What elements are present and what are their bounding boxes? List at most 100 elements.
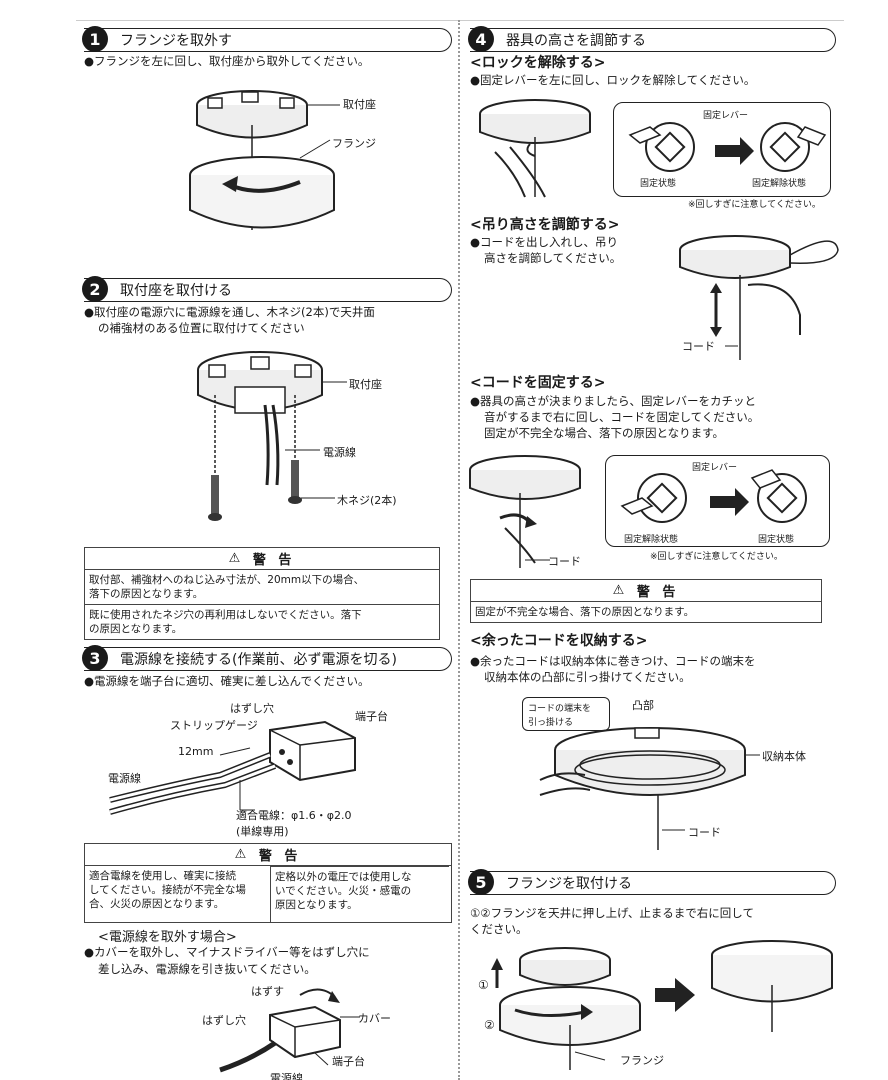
cord-fix-desc-line3: 固定が不完全な場合、落下の原因となります。 bbox=[484, 426, 725, 440]
callout-box bbox=[522, 697, 610, 731]
section-3-desc: ●電源線を端子台に適切、確実に差し込んでください。 bbox=[84, 674, 370, 688]
section-5-title: フランジを取付ける bbox=[506, 876, 632, 892]
label-storage-body: 収納本体 bbox=[762, 750, 806, 763]
callout-line-1: コードの端末を bbox=[528, 704, 592, 714]
label-flange-5: フランジ bbox=[620, 1054, 664, 1067]
warning-1-header: ⚠ 警 告 bbox=[85, 548, 439, 570]
warning-box-3: ⚠ 警 告 固定が不完全な場合、落下の原因となります。 bbox=[470, 579, 822, 623]
cord-storage-desc-line1: ●余ったコードは収納本体に巻きつけ、コードの端末を bbox=[470, 654, 756, 668]
label-lever-2: 固定レバー bbox=[692, 463, 738, 473]
warning-1-row-2-line-2: の原因となります。 bbox=[89, 623, 183, 635]
section-5-desc-line1: ①②フランジを天井に押し上げ、止まるまで右に回して bbox=[470, 906, 754, 920]
lever-rotation-illustration-1 bbox=[628, 122, 827, 172]
warning-box-1: ⚠ 警 告 取付部、補強材へのねじ込み寸法が、20mm以下の場合、 落下の原因と… bbox=[84, 547, 440, 640]
warning-3-title: 警 告 bbox=[636, 585, 680, 600]
warning-2-title: 警 告 bbox=[258, 849, 302, 864]
section-3b-desc-line1: ●カバーを取外し、マイナスドライバー等をはずし穴に bbox=[84, 945, 370, 959]
warning-1-row-1: 取付部、補強材へのねじ込み寸法が、20mm以下の場合、 落下の原因となります。 bbox=[85, 570, 439, 604]
label-power-wire-4: 電源線 bbox=[270, 1072, 303, 1080]
cord-storage-title: <余ったコードを収納する> bbox=[470, 633, 648, 649]
unlock-title: <ロックを解除する> bbox=[470, 55, 606, 71]
label-power-wire: 電源線 bbox=[323, 446, 356, 459]
section-2-desc-line1: ●取付座の電源穴に電源線を通し、木ネジ(2本)で天井面 bbox=[84, 305, 375, 319]
label-wood-screws: 木ネジ(2本) bbox=[337, 494, 397, 507]
warning-2-right-line-2: いでください。火災・感電の bbox=[275, 885, 412, 897]
height-adjust-desc-line1: ●コードを出し入れし、吊り bbox=[470, 235, 619, 249]
cord-fix-desc-line2: 音がするまで右に回し、コードを固定してください。 bbox=[484, 410, 760, 424]
warning-2-header: ⚠ 警 告 bbox=[85, 844, 451, 866]
wire-connection-illustration bbox=[109, 720, 356, 815]
label-cord-2: コード bbox=[548, 555, 581, 568]
section-3b-title: <電源線を取外す場合> bbox=[98, 930, 237, 945]
label-power-wire-3: 電源線 bbox=[108, 772, 141, 785]
section-1-header: 1 フランジを取外す bbox=[82, 26, 452, 52]
warning-1-row-2: 既に使用されたネジ穴の再利用はしないでください。落下 の原因となります。 bbox=[85, 604, 439, 639]
cord-storage-desc-line2: 収納本体の凸部に引っ掛けてください。 bbox=[484, 670, 691, 684]
lever-detail-box-1 bbox=[613, 102, 831, 197]
warning-2-left: 適合電線を使用し、確実に接続 してください。接続が不完全な場 合、火災の原因とな… bbox=[85, 866, 271, 922]
label-release-hole: はずし穴 bbox=[230, 702, 274, 715]
arrow-right-icon bbox=[655, 978, 695, 1012]
lever-rotation-illustration-2 bbox=[620, 469, 807, 523]
warning-2-right-line-1: 定格以外の電圧では使用しな bbox=[275, 871, 412, 883]
caution-1: ※回しすぎに注意してください。 bbox=[688, 200, 821, 210]
unlock-desc: ●固定レバーを左に回し、ロックを解除してください。 bbox=[470, 73, 756, 87]
flange-install-illustration bbox=[491, 947, 641, 1070]
height-adjust-desc-line2: 高さを調節してください。 bbox=[484, 251, 622, 265]
label-strip-gauge: ストリップゲージ bbox=[170, 719, 258, 732]
lever-detail-box-2 bbox=[605, 455, 830, 547]
section-1-title: フランジを取外す bbox=[120, 33, 232, 49]
section-3-header: 3 電源線を接続する(作業前、必ず電源を切る) bbox=[82, 645, 452, 671]
step-2-marker: ② bbox=[484, 1018, 495, 1032]
warning-triangle-icon: ⚠ bbox=[612, 583, 629, 598]
mounting-base-install-illustration bbox=[197, 351, 347, 521]
section-5-number: 5 bbox=[468, 869, 494, 895]
warning-2-right: 定格以外の電圧では使用しな いでください。火災・感電の 原因となります。 bbox=[271, 866, 449, 922]
label-mounting-base-2: 取付座 bbox=[349, 378, 382, 391]
label-cover: カバー bbox=[358, 1012, 391, 1025]
height-adjust-title: <吊り高さを調節する> bbox=[470, 217, 620, 233]
height-adjust-illustration bbox=[679, 235, 839, 360]
warning-triangle-icon: ⚠ bbox=[228, 551, 245, 566]
warning-1-row-1-line-2: 落下の原因となります。 bbox=[89, 588, 204, 600]
wire-removal-illustration bbox=[219, 988, 360, 1073]
callout-line-2: 引っ掛ける bbox=[528, 718, 574, 728]
installed-flange-illustration bbox=[711, 940, 833, 1032]
label-bump: 凸部 bbox=[632, 699, 654, 712]
warning-2-left-line-3: 合、火災の原因となります。 bbox=[89, 898, 225, 910]
warning-2-right-line-3: 原因となります。 bbox=[275, 899, 358, 911]
warning-1-title: 警 告 bbox=[252, 553, 296, 568]
cord-fix-fixture-illustration bbox=[469, 455, 581, 568]
label-state-unlocked-1: 固定解除状態 bbox=[752, 179, 807, 189]
warning-3-header: ⚠ 警 告 bbox=[471, 580, 821, 602]
warning-2-body: 適合電線を使用し、確実に接続 してください。接続が不完全な場 合、火災の原因とな… bbox=[85, 866, 451, 922]
label-state-unlocked-2: 固定解除状態 bbox=[624, 535, 679, 545]
label-release-hole-2: はずし穴 bbox=[202, 1014, 246, 1027]
warning-1-row-2-line-1: 既に使用されたネジ穴の再利用はしないでください。落下 bbox=[89, 609, 362, 621]
label-12mm: 12mm bbox=[178, 745, 214, 758]
cord-storage-illustration bbox=[539, 727, 760, 850]
section-2-header: 2 取付座を取付ける bbox=[82, 276, 452, 302]
warning-2-left-line-2: してください。接続が不完全な場 bbox=[89, 884, 246, 896]
section-3-title: 電源線を接続する(作業前、必ず電源を切る) bbox=[120, 652, 397, 668]
step-1-marker: ① bbox=[478, 978, 489, 992]
section-5-desc-line2: ください。 bbox=[470, 922, 528, 936]
warning-2-left-line-1: 適合電線を使用し、確実に接続 bbox=[89, 870, 236, 882]
section-4-number: 4 bbox=[468, 26, 494, 52]
section-1-number: 1 bbox=[82, 26, 108, 52]
warning-1-row-1-line-1: 取付部、補強材へのねじ込み寸法が、20mm以下の場合、 bbox=[89, 574, 365, 586]
section-3-number: 3 bbox=[82, 645, 108, 671]
unlock-fixture-illustration bbox=[479, 99, 591, 198]
section-1-desc: ●フランジを左に回し、取付座から取外してください。 bbox=[84, 54, 370, 68]
label-cord-3: コード bbox=[688, 826, 721, 839]
section-2-title: 取付座を取付ける bbox=[120, 283, 232, 299]
section-2-desc-line2: の補強材のある位置に取付けてください bbox=[98, 321, 305, 335]
top-rule bbox=[76, 20, 844, 21]
label-terminal-block: 端子台 bbox=[355, 710, 388, 723]
warning-box-2: ⚠ 警 告 適合電線を使用し、確実に接続 してください。接続が不完全な場 合、火… bbox=[84, 843, 452, 923]
label-state-fixed-2: 固定状態 bbox=[758, 535, 795, 545]
label-flange: フランジ bbox=[332, 137, 376, 150]
column-divider bbox=[458, 20, 460, 1080]
caution-2: ※回しすぎに注意してください。 bbox=[650, 552, 783, 562]
label-terminal-block-2: 端子台 bbox=[332, 1055, 365, 1068]
